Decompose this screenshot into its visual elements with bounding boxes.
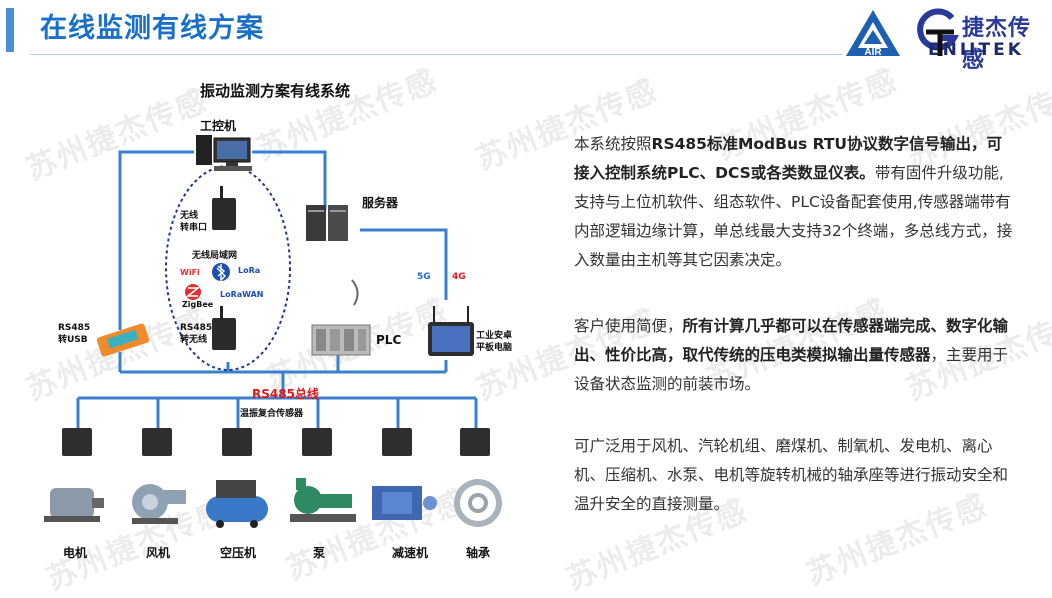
reducer-icon — [372, 486, 437, 520]
machine-label: 减速机 — [392, 546, 429, 560]
rs485-usb-label: RS485 转USB — [58, 323, 91, 345]
air-compressor-icon — [206, 480, 268, 528]
p1-intro: 本系统按照 — [574, 135, 652, 153]
description-paragraph-2: 客户使用简便，所有计算几乎都可以在传感器端完成、数字化输出、性价比高，取代传统的… — [574, 312, 1014, 399]
machine-label: 风机 — [146, 546, 171, 560]
lora-label: LoRa — [238, 266, 261, 275]
machine-label: 电机 — [63, 546, 88, 560]
pc-label: 工控机 — [200, 119, 237, 133]
sensor-icon — [142, 428, 172, 456]
wireless-serial-label: 无线 转串口 — [180, 211, 208, 233]
wireless-serial-device-icon — [212, 186, 236, 230]
rs485-usb-device-icon — [96, 323, 150, 357]
page-title: 在线监测有线方案 — [40, 13, 264, 44]
wlan-label: 无线局域网 — [192, 251, 238, 261]
lorawan-label: LoRaWAN — [220, 290, 264, 299]
p2-rest: ，主要用于设备状态监测的前装市场。 — [574, 346, 1009, 393]
p2-highlight: 所有计算几乎都可以在传感器端完成、数字化输出、性价比高，取代传统的压电类模拟输出… — [574, 317, 1009, 364]
fan-icon — [132, 484, 186, 524]
plc-link-arc — [351, 279, 359, 306]
5g-label: 5G — [417, 272, 431, 282]
machine-label: 轴承 — [466, 546, 491, 560]
p1-rest: 带有固件升级功能,支持与上位机软件、组态软件、PLC设备配套使用,传感器端带有内… — [574, 164, 1013, 269]
sensor-icon — [222, 428, 252, 456]
p1-highlight: RS485标准ModBus RTU协议数字信号输出，可接入控制系统PLC、DCS… — [574, 135, 1003, 182]
pc-icon — [196, 135, 252, 171]
header-divider — [30, 54, 842, 55]
rs485-wireless-device-icon — [212, 306, 236, 350]
server-label: 服务器 — [362, 196, 399, 210]
bus-label: RS485总线 — [252, 387, 319, 401]
sensor-icon — [62, 428, 92, 456]
pump-icon — [290, 478, 356, 522]
sensor-label: 温振复合传感器 — [240, 409, 304, 419]
server-icon — [306, 205, 348, 241]
wifi-label: WiFi — [180, 268, 200, 277]
air-logo-text: AIR — [864, 47, 882, 58]
plc-label: PLC — [376, 333, 402, 347]
brand-name-en: ENIITEK — [928, 40, 1024, 60]
4g-label: 4G — [452, 272, 466, 282]
diagram-title: 振动监测方案有线系统 — [200, 82, 351, 100]
rs485-wireless-label: RS485 转无线 — [180, 323, 213, 345]
p2-intro: 客户使用简便， — [574, 317, 683, 335]
machine-label: 泵 — [313, 546, 326, 560]
motor-icon — [44, 488, 104, 522]
description-paragraph-1: 本系统按照RS485标准ModBus RTU协议数字信号输出，可接入控制系统PL… — [574, 130, 1014, 275]
header-accent-bar — [6, 8, 14, 52]
sensor-icon — [302, 428, 332, 456]
zigbee-label: ZigBee — [182, 300, 214, 309]
air-logo-icon: AIR — [846, 10, 900, 58]
system-diagram — [44, 135, 502, 528]
description-paragraph-3: 可广泛用于风机、汽轮机组、磨煤机、制氧机、发电机、离心机、压缩机、水泵、电机等旋… — [574, 437, 1009, 513]
sensor-icon — [382, 428, 412, 456]
bearing-icon — [454, 479, 502, 527]
machine-label: 空压机 — [220, 546, 257, 560]
brand-name-cn: 捷杰传感 — [962, 16, 1032, 73]
tablet-icon — [428, 306, 474, 356]
plc-icon — [311, 324, 371, 356]
sensor-icon — [460, 428, 490, 456]
genitek-logo-icon — [917, 8, 960, 56]
tablet-label: 工业安卓 平板电脑 — [476, 331, 513, 353]
